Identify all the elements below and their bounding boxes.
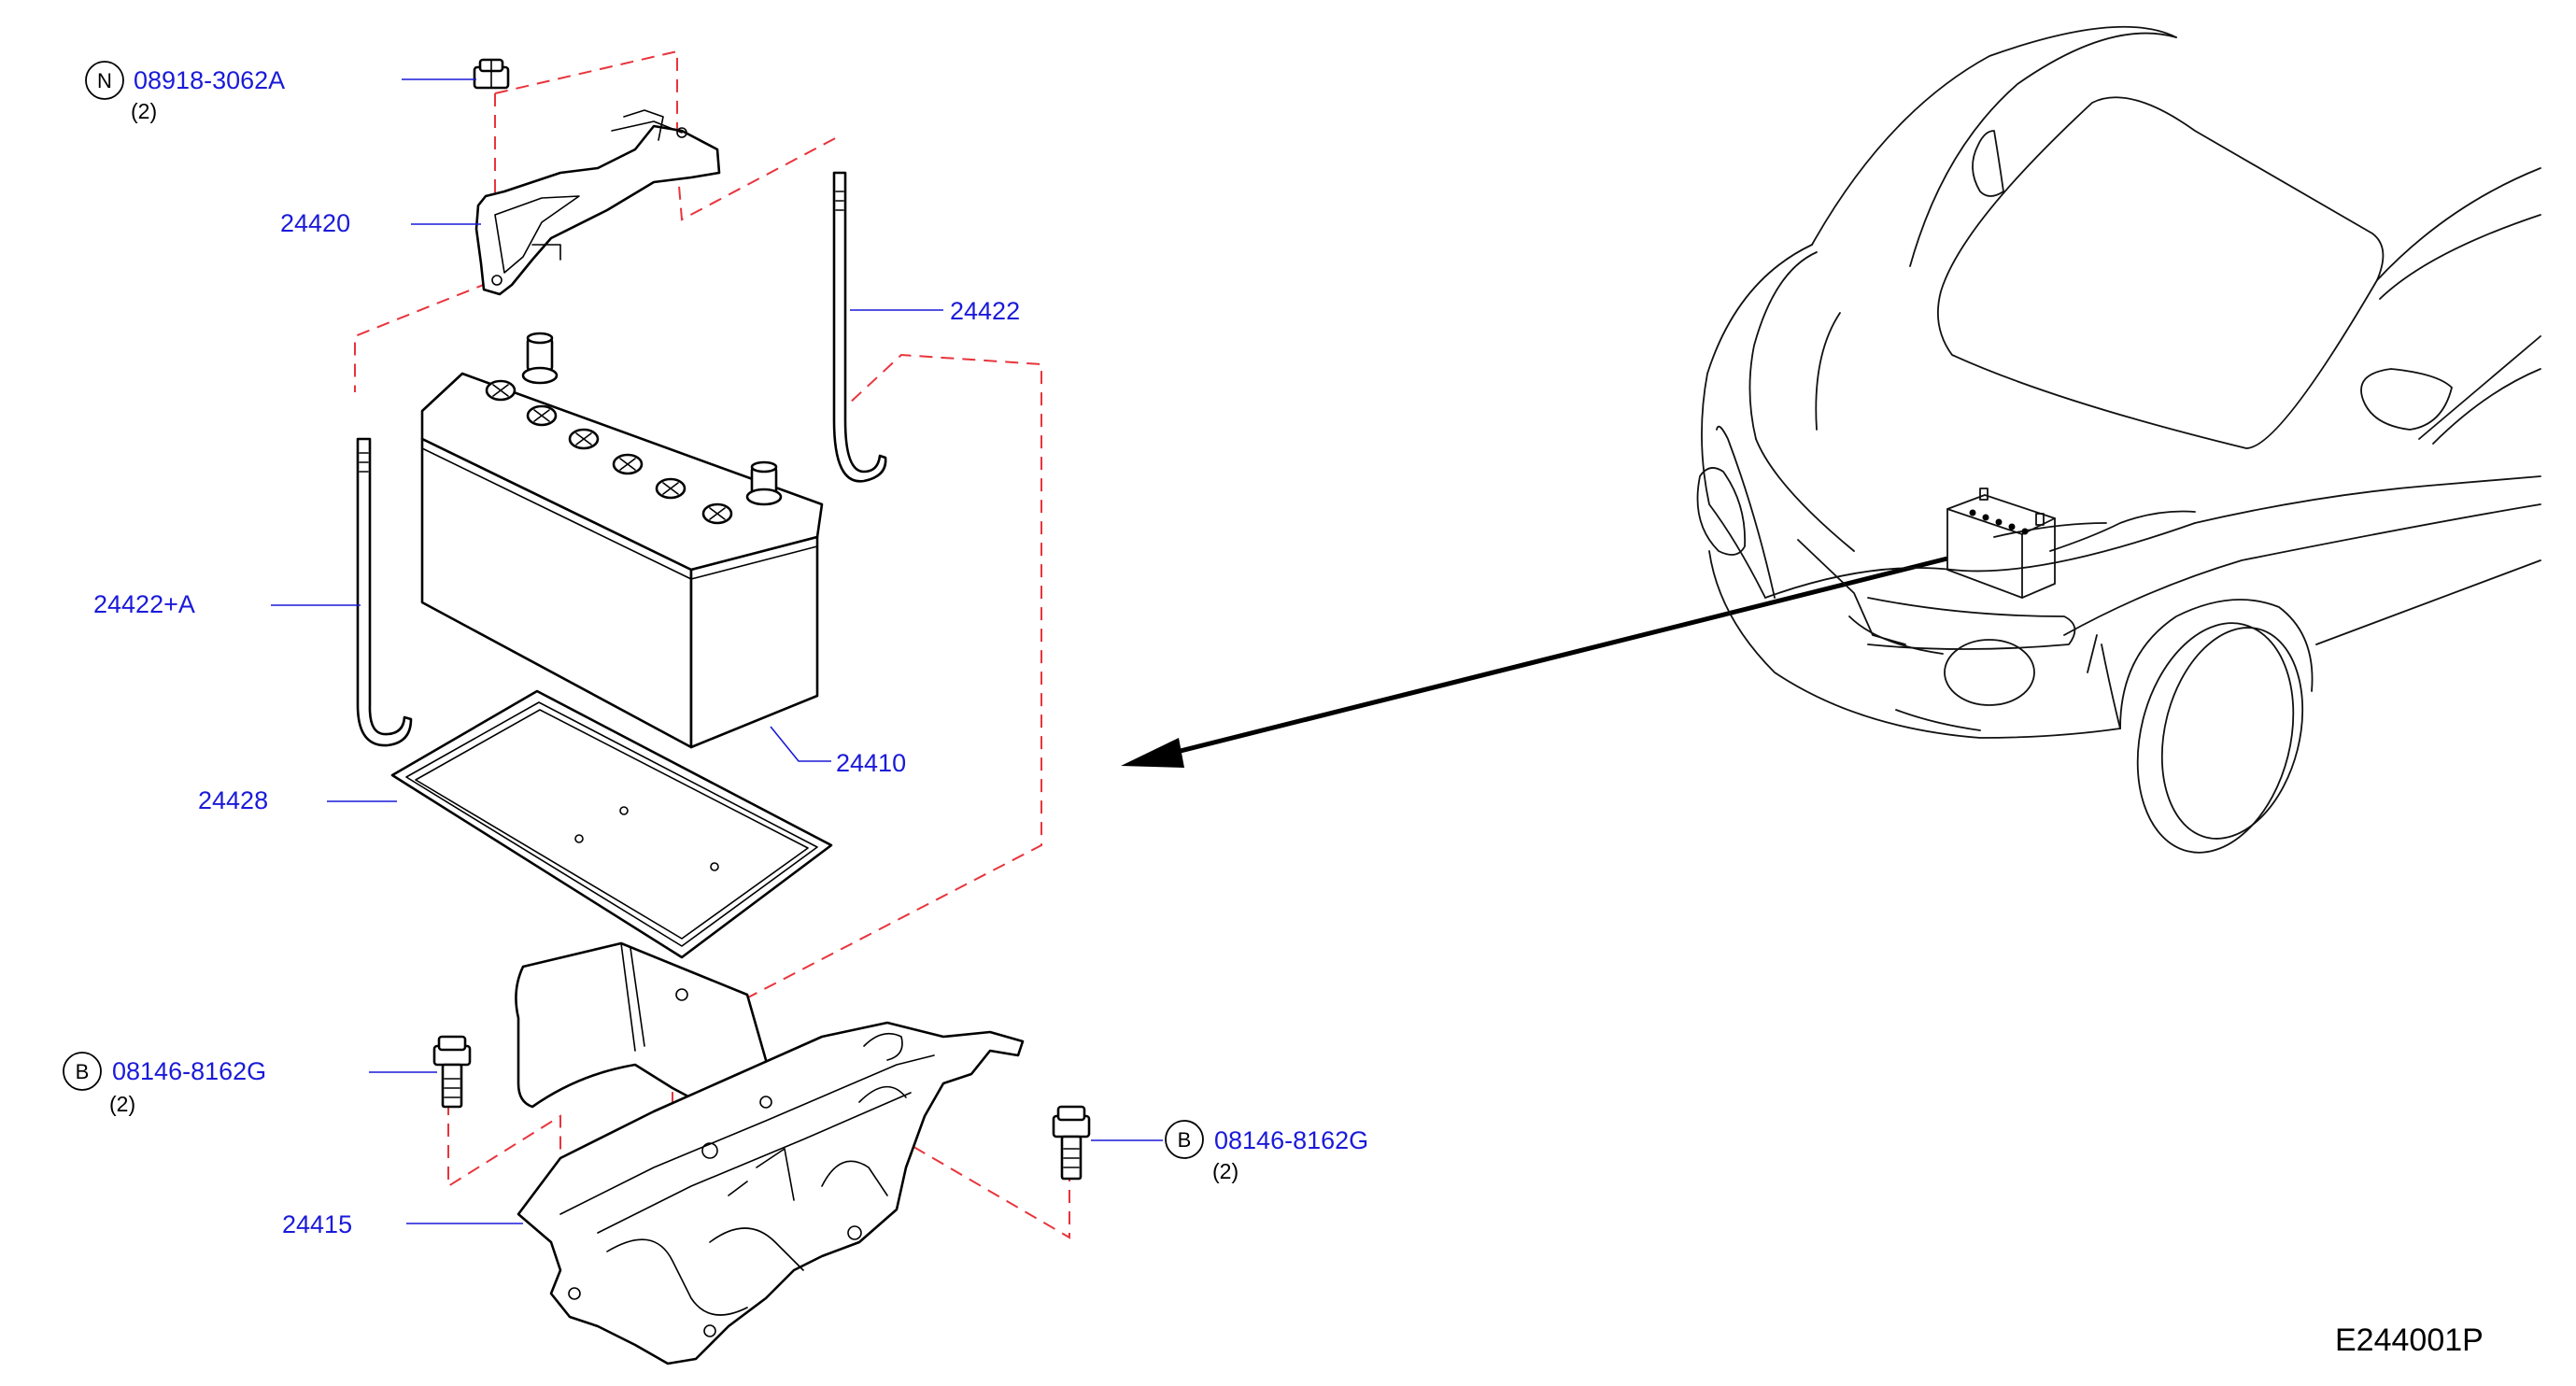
battery-support-part <box>515 941 1025 1365</box>
rod-part <box>832 171 887 483</box>
bolt-left-part-number: 08146-8162G <box>112 1057 266 1085</box>
bolt-right-quantity: (2) <box>1212 1159 1238 1183</box>
nut-part <box>473 58 510 90</box>
tray-part-number: 24428 <box>198 786 268 814</box>
leader-lines <box>271 78 1163 1224</box>
bolt-left-callout: B 08146-8162G (2) <box>63 1052 266 1116</box>
support-part-number: 24415 <box>282 1210 352 1238</box>
nut-symbol-circle <box>85 61 124 100</box>
battery-vent-caps <box>485 379 733 525</box>
bolt-right-part-number: 08146-8162G <box>1214 1126 1368 1154</box>
frame-part-number: 24420 <box>280 209 350 237</box>
rod-a-part-number: 24422+A <box>93 590 195 618</box>
bolt-right-callout: B 08146-8162G (2) <box>1165 1120 1368 1183</box>
battery-frame-part <box>474 109 721 296</box>
battery-part <box>420 332 824 749</box>
bolt-left-quantity: (2) <box>109 1092 135 1116</box>
bolt-right-symbol: B <box>1178 1128 1192 1152</box>
rod-part-number: 24422 <box>950 297 1020 325</box>
nut-callout: N 08918-3062A (2) <box>85 61 285 123</box>
vehicle-battery-location <box>1946 488 2056 599</box>
bolt-left-symbol-circle <box>63 1052 102 1091</box>
battery-part-number: 24410 <box>836 749 906 777</box>
nut-part-number: 08918-3062A <box>134 66 285 94</box>
location-arrow <box>1121 556 1948 768</box>
nut-quantity: (2) <box>131 99 157 123</box>
bolt-left-symbol: B <box>76 1060 90 1083</box>
figure-code: E244001P <box>2335 1322 2484 1358</box>
battery-tray-part <box>390 689 833 959</box>
bolt-left-part <box>432 1035 472 1109</box>
bolt-right-symbol-circle <box>1165 1120 1204 1159</box>
nut-symbol: N <box>97 69 112 92</box>
rod-a-part <box>356 437 413 747</box>
vehicle-outline <box>1696 25 2541 854</box>
bolt-right-part <box>1052 1105 1091 1181</box>
